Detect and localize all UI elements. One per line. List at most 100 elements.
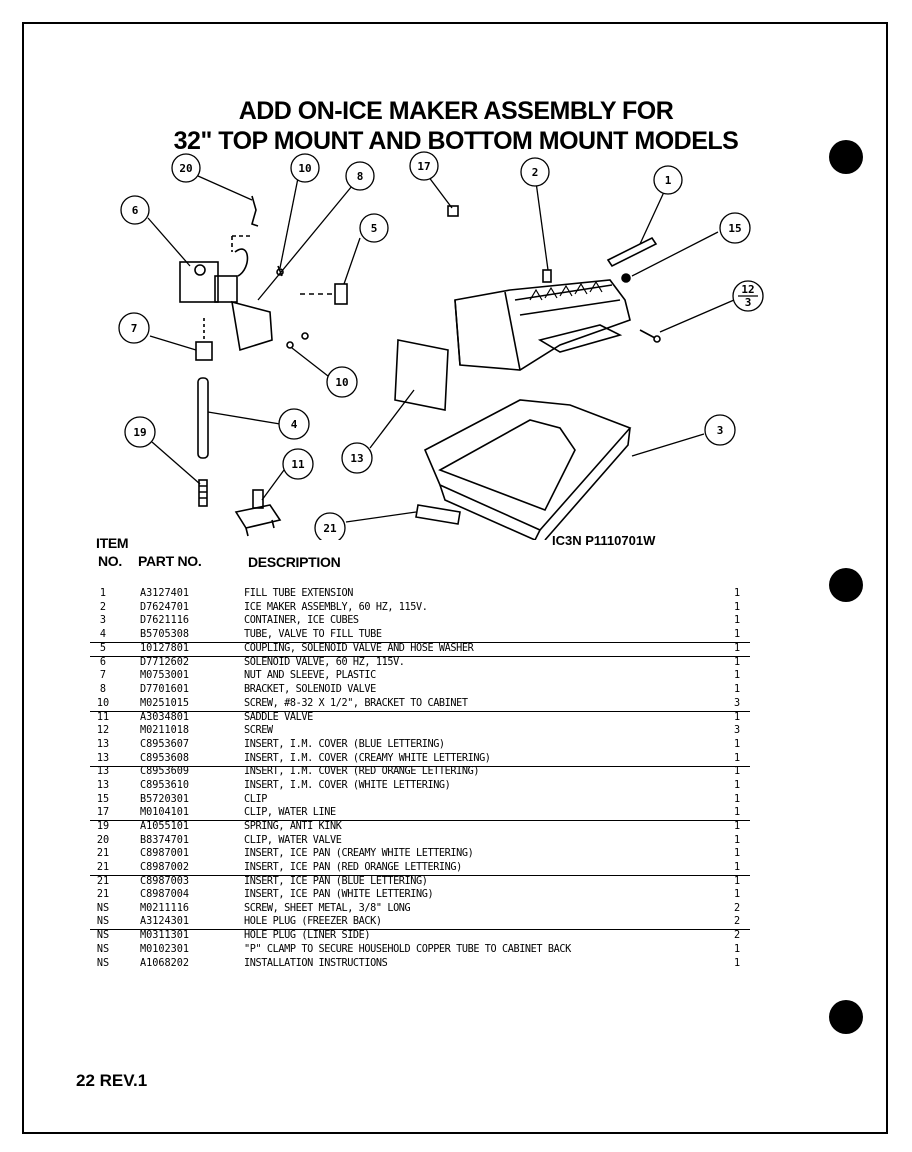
item-number: 4	[99, 629, 107, 640]
part-number: A1068202	[140, 958, 190, 969]
part-description: INSERT, ICE PAN (RED ORANGE LETTERING)	[244, 862, 462, 873]
part-description: FILL TUBE EXTENSION	[244, 588, 353, 599]
part-number: D7624701	[140, 602, 190, 613]
quantity: 1	[734, 958, 741, 969]
callout-label: 21	[323, 522, 337, 535]
item-number: 13	[96, 753, 110, 764]
callout-label: 17	[417, 160, 430, 173]
table-row: 12 M0211018 SCREW 3	[90, 724, 750, 738]
part-description: SCREW, SHEET METAL, 3/8" LONG	[244, 903, 411, 914]
part-number: C8953607	[140, 739, 190, 750]
callout-10b: 10	[326, 366, 358, 398]
part-description: INSTALLATION INSTRUCTIONS	[244, 958, 388, 969]
callout-label: 3	[745, 296, 752, 309]
part-number: A1055101	[140, 821, 190, 832]
callout-17: 17	[409, 151, 439, 181]
callout-markers: 20 10 8 17 2 1 6 15 5 123 7 10 4 19 11 1…	[118, 151, 764, 540]
quantity: 1	[734, 944, 741, 955]
callout-label: 12	[741, 283, 754, 296]
quantity: 1	[734, 629, 741, 640]
page-title-line-2: 32" TOP MOUNT AND BOTTOM MOUNT MODELS	[173, 127, 739, 155]
part-number: M0211116	[140, 903, 190, 914]
quantity: 1	[734, 862, 741, 873]
quantity: 1	[734, 712, 741, 723]
part-number: D7712602	[140, 657, 190, 668]
item-number: 20	[96, 835, 110, 846]
quantity: 1	[734, 848, 741, 859]
callout-label: 10	[335, 376, 348, 389]
table-row: 1 A3127401 FILL TUBE EXTENSION 1	[90, 587, 750, 601]
part-number: A3034801	[140, 712, 190, 723]
item-number: 12	[96, 725, 110, 736]
part-number: M0211018	[140, 725, 190, 736]
part-number: M0251015	[140, 698, 190, 709]
quantity: 1	[734, 889, 741, 900]
part-number: A3124301	[140, 916, 190, 927]
callout-13: 13	[341, 442, 373, 474]
part-description: CLIP, WATER LINE	[244, 807, 336, 818]
part-description: CLIP	[244, 794, 267, 805]
quantity: 1	[734, 643, 741, 654]
quantity: 1	[734, 780, 741, 791]
part-description: "P" CLAMP TO SECURE HOUSEHOLD COPPER TUB…	[244, 944, 571, 955]
part-description: SCREW	[244, 725, 273, 736]
callout-8: 8	[345, 161, 375, 191]
part-number: C8987003	[140, 876, 190, 887]
item-number: 1	[99, 588, 107, 599]
part-number: A3127401	[140, 588, 190, 599]
item-number: 2	[99, 602, 107, 613]
part-description: SCREW, #8-32 X 1/2", BRACKET TO CABINET	[244, 698, 468, 709]
item-number: NS	[96, 916, 110, 927]
callout-21: 21	[314, 512, 346, 540]
item-number: 3	[99, 615, 107, 626]
item-number: 21	[96, 889, 110, 900]
part-number: C8953609	[140, 766, 190, 777]
item-number: 19	[96, 821, 110, 832]
quantity: 3	[734, 725, 741, 736]
item-number: 13	[96, 766, 110, 777]
item-number: 7	[99, 670, 107, 681]
item-number: 5	[99, 643, 107, 654]
page-footer: 22 REV.1	[76, 1071, 148, 1090]
part-number: M0104101	[140, 807, 190, 818]
quantity: 1	[734, 602, 741, 613]
quantity: 1	[734, 615, 741, 626]
callout-label: 7	[131, 322, 138, 335]
callout-label: 10	[298, 162, 311, 175]
callout-label: 19	[133, 426, 146, 439]
part-number: B5705308	[140, 629, 190, 640]
part-description: SPRING, ANTI KINK	[244, 821, 342, 832]
part-description: INSERT, I.M. COVER (CREAMY WHITE LETTERI…	[244, 753, 491, 764]
quantity: 1	[734, 684, 741, 695]
callout-12-3: 123	[732, 280, 764, 312]
quantity: 1	[734, 739, 741, 750]
part-number: D7621116	[140, 615, 190, 626]
quantity: 1	[734, 794, 741, 805]
part-number: M0753001	[140, 670, 190, 681]
item-number: 11	[96, 712, 110, 723]
header-description: DESCRIPTION	[248, 554, 341, 570]
callout-label: 11	[291, 458, 305, 471]
quantity: 1	[734, 588, 741, 599]
callout-label: 6	[132, 204, 139, 217]
callout-20: 20	[171, 153, 201, 183]
quantity: 1	[734, 657, 741, 668]
header-part-no: PART NO.	[138, 553, 202, 569]
item-number: 6	[99, 657, 107, 668]
leader-lines	[147, 175, 735, 523]
part-number: 10127801	[140, 643, 190, 654]
